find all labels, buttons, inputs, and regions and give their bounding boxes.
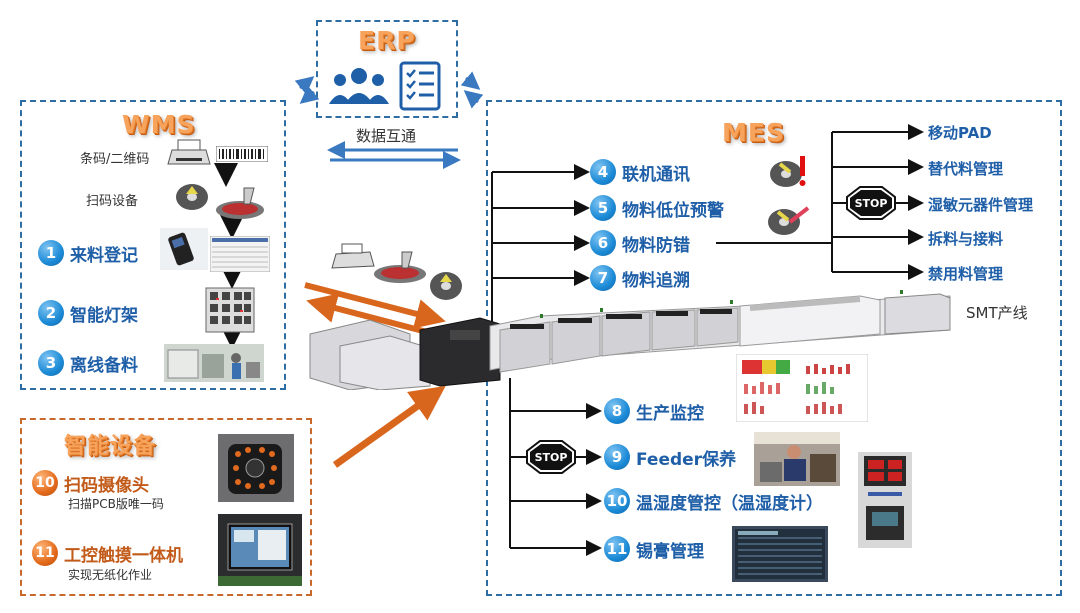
num-badge: 5 — [590, 195, 616, 221]
barcode-label: 条码/二维码 — [80, 152, 150, 167]
people-icon — [329, 68, 389, 104]
num-badge: 8 — [604, 398, 630, 424]
printer-icon-2 — [331, 243, 375, 269]
num-badge: 1 — [38, 240, 64, 266]
scan-camera-photo — [218, 434, 294, 502]
smart-devices-title: 智能设备 — [64, 434, 157, 459]
num-badge: 9 — [604, 444, 630, 470]
solder-paste-dashboard-photo — [732, 526, 828, 582]
mes-item-label: 物料低位预警 — [622, 200, 724, 221]
device-item-sub: 实现无纸化作业 — [68, 568, 153, 582]
mes-right-item-5: 禁用料管理 — [928, 265, 1004, 283]
mes-item-label: 联机通讯 — [622, 164, 690, 185]
scanner-icon-2 — [374, 251, 426, 283]
smart-devices-box — [20, 418, 312, 596]
touch-terminal-photo — [218, 514, 302, 586]
mes-item-4: 4 联机通讯 — [590, 159, 690, 185]
mes-item-label: 锡膏管理 — [636, 541, 704, 562]
production-dashboard-photo — [736, 354, 868, 422]
wms-box — [20, 100, 286, 390]
stop-sign-text-2: STOP — [535, 451, 568, 464]
wms-item-3: 3 离线备料 — [38, 350, 138, 376]
mes-item-label: 生产监控 — [636, 403, 704, 424]
mes-right-item-1: 移动PAD — [928, 124, 992, 142]
registration-screen-photo — [210, 236, 270, 272]
data-exchange-label: 数据互通 — [356, 127, 417, 145]
device-item-2: 11 工控触摸一体机 — [32, 540, 183, 566]
hygrometer-photo — [858, 452, 912, 548]
num-badge: 10 — [604, 488, 630, 514]
mes-item-7: 7 物料追溯 — [590, 265, 690, 291]
erp-title: ERP — [358, 26, 416, 55]
mes-item-5: 5 物料低位预警 — [590, 195, 724, 221]
disc-icon — [176, 184, 208, 210]
wms-title: WMS — [122, 110, 196, 139]
num-badge: 10 — [32, 470, 58, 496]
scanner-icon — [216, 187, 264, 219]
stop-sign-icon-2: STOP — [526, 440, 576, 474]
offline-prep-photo — [164, 344, 264, 382]
smt-line-illustration — [309, 290, 951, 390]
device-item-label: 扫码摄像头 — [64, 475, 149, 496]
feeder-maintenance-photo — [754, 432, 840, 486]
mes-title: MES — [722, 118, 785, 147]
num-badge: 11 — [32, 540, 58, 566]
wms-item-2: 2 智能灯架 — [38, 300, 138, 326]
stop-sign-icon: STOP — [846, 186, 896, 220]
num-badge: 11 — [604, 536, 630, 562]
mes-item-11: 11 锡膏管理 — [604, 536, 704, 562]
disc-icon-2 — [430, 272, 462, 300]
mes-item-label: 物料防错 — [622, 235, 690, 256]
device-item-1: 10 扫码摄像头 — [32, 470, 149, 496]
mes-item-9: 9 Feeder保养 — [604, 444, 736, 470]
mes-right-item-4: 拆料与接料 — [928, 230, 1004, 248]
mes-item-8: 8 生产监控 — [604, 398, 704, 424]
mes-item-label: 物料追溯 — [622, 270, 690, 291]
mes-item-10: 10 温湿度管控（温湿度计） — [604, 488, 823, 514]
num-badge: 7 — [590, 265, 616, 291]
wms-item-label: 来料登记 — [70, 245, 138, 266]
mes-right-item-3: 湿敏元器件管理 — [928, 196, 1034, 214]
checklist-icon — [399, 61, 441, 111]
num-badge: 4 — [590, 159, 616, 185]
wms-item-1: 1 来料登记 — [38, 240, 138, 266]
mes-item-6: 6 物料防错 — [590, 230, 690, 256]
wms-item-label: 智能灯架 — [70, 305, 138, 326]
alert-scanner-icon — [770, 156, 806, 187]
mes-item-label: 温湿度管控（温湿度计） — [636, 493, 823, 514]
num-badge: 2 — [38, 300, 64, 326]
handheld-scanner-photo — [160, 228, 208, 270]
num-badge: 6 — [590, 230, 616, 256]
stop-sign-text: STOP — [855, 197, 888, 210]
scanner-label: 扫码设备 — [86, 194, 139, 209]
smt-line-label: SMT产线 — [966, 304, 1028, 322]
device-item-label: 工控触摸一体机 — [64, 545, 183, 566]
device-item-sub: 扫描PCB版唯一码 — [68, 497, 164, 511]
error-scanner-icon — [768, 206, 810, 235]
wms-item-label: 离线备料 — [70, 355, 138, 376]
smart-shelf-photo — [205, 287, 255, 333]
printer-icon — [167, 139, 211, 165]
num-badge: 3 — [38, 350, 64, 376]
erp-box — [316, 20, 458, 118]
mes-right-item-2: 替代料管理 — [928, 160, 1004, 178]
barcode-icon — [216, 146, 268, 162]
mes-item-label: Feeder保养 — [636, 449, 737, 470]
